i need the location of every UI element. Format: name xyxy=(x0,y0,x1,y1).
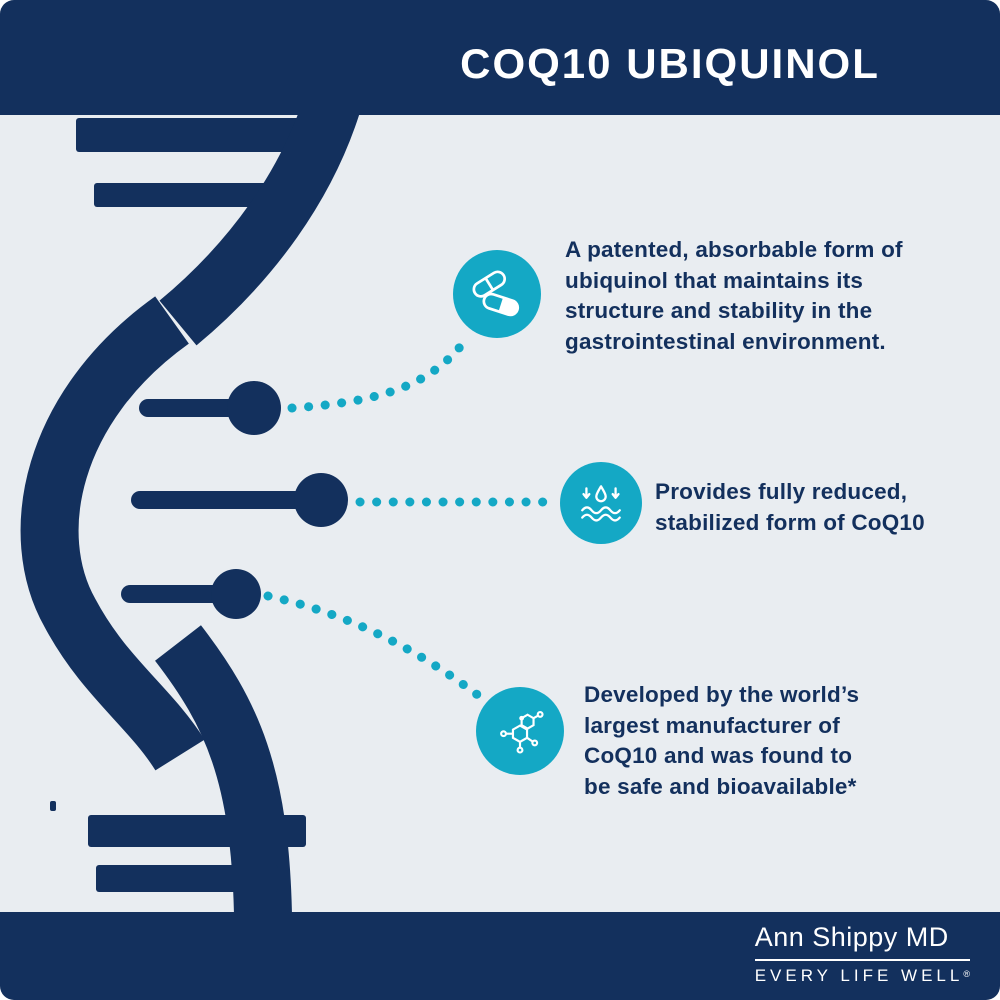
footer-bar: Ann Shippy MD EVERY LIFE WELL® xyxy=(0,912,1000,1000)
water-stability-icon xyxy=(581,485,621,522)
callout-text-3: Developed by the world’s largest manufac… xyxy=(584,682,860,799)
brand-block: Ann Shippy MD EVERY LIFE WELL® xyxy=(754,922,970,986)
dna-helix-graphic xyxy=(20,115,359,912)
callout-text-2: Provides fully reduced, stabilized form … xyxy=(655,479,925,535)
callout-text-1: A patented, absorbable form of ubiquinol… xyxy=(565,237,903,354)
molecule-icon xyxy=(500,710,544,754)
brand-tagline: EVERY LIFE WELL® xyxy=(755,966,970,986)
tagline-text: EVERY LIFE WELL xyxy=(754,966,964,985)
callout-bubble-2 xyxy=(560,462,642,544)
header-bar: COQ10 UBIQUINOL xyxy=(0,0,1000,115)
callout-bubble-1 xyxy=(453,250,541,338)
pills-icon xyxy=(472,270,520,317)
callout-bubble-3 xyxy=(476,687,564,775)
brand-name: Ann Shippy MD xyxy=(754,922,949,952)
connector-line-3 xyxy=(263,591,484,701)
footer-divider xyxy=(754,959,970,961)
connector-line-1 xyxy=(287,333,472,413)
registered-trademark-mark: ® xyxy=(963,969,970,979)
page-title: COQ10 UBIQUINOL xyxy=(460,40,880,87)
